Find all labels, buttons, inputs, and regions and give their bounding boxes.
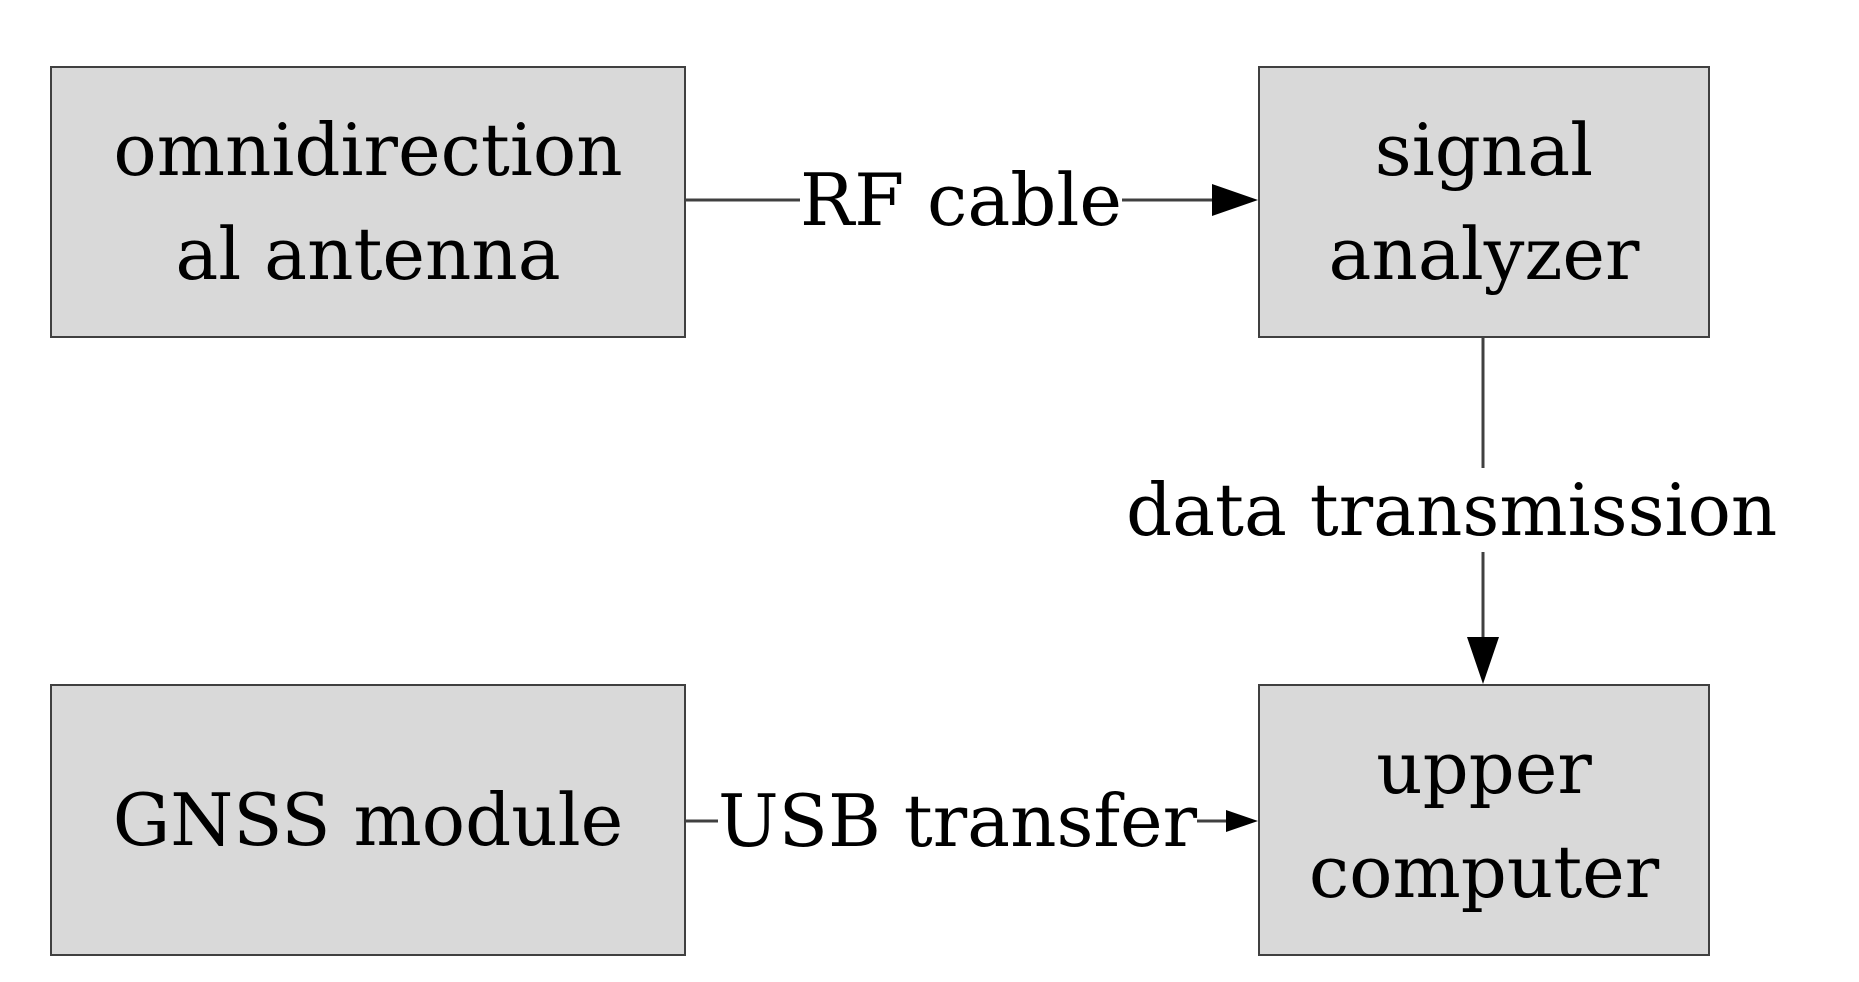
node-label-line1: upper xyxy=(1376,726,1592,810)
node-label-line1: omnidirection xyxy=(113,108,623,192)
usb-transfer-label: USB transfer xyxy=(718,779,1198,863)
rf-cable-label: RF cable xyxy=(800,158,1123,242)
rf-cable-arrowhead xyxy=(1212,184,1258,216)
usb-transfer-arrowhead xyxy=(1226,810,1258,832)
omnidirectional-antenna-node: omnidirection al antenna xyxy=(50,66,686,338)
data-transmission-label: data transmission xyxy=(1126,468,1778,552)
node-label-line2: al antenna xyxy=(175,212,561,296)
node-label-line2: analyzer xyxy=(1328,212,1640,296)
node-label-line1: signal xyxy=(1374,108,1594,192)
data-transmission-arrowhead xyxy=(1467,637,1499,684)
gnss-module-node: GNSS module xyxy=(50,684,686,956)
signal-analyzer-node: signal analyzer xyxy=(1258,66,1710,338)
node-label-line1: GNSS module xyxy=(112,778,624,862)
node-label-line2: computer xyxy=(1308,830,1660,914)
upper-computer-node: upper computer xyxy=(1258,684,1710,956)
